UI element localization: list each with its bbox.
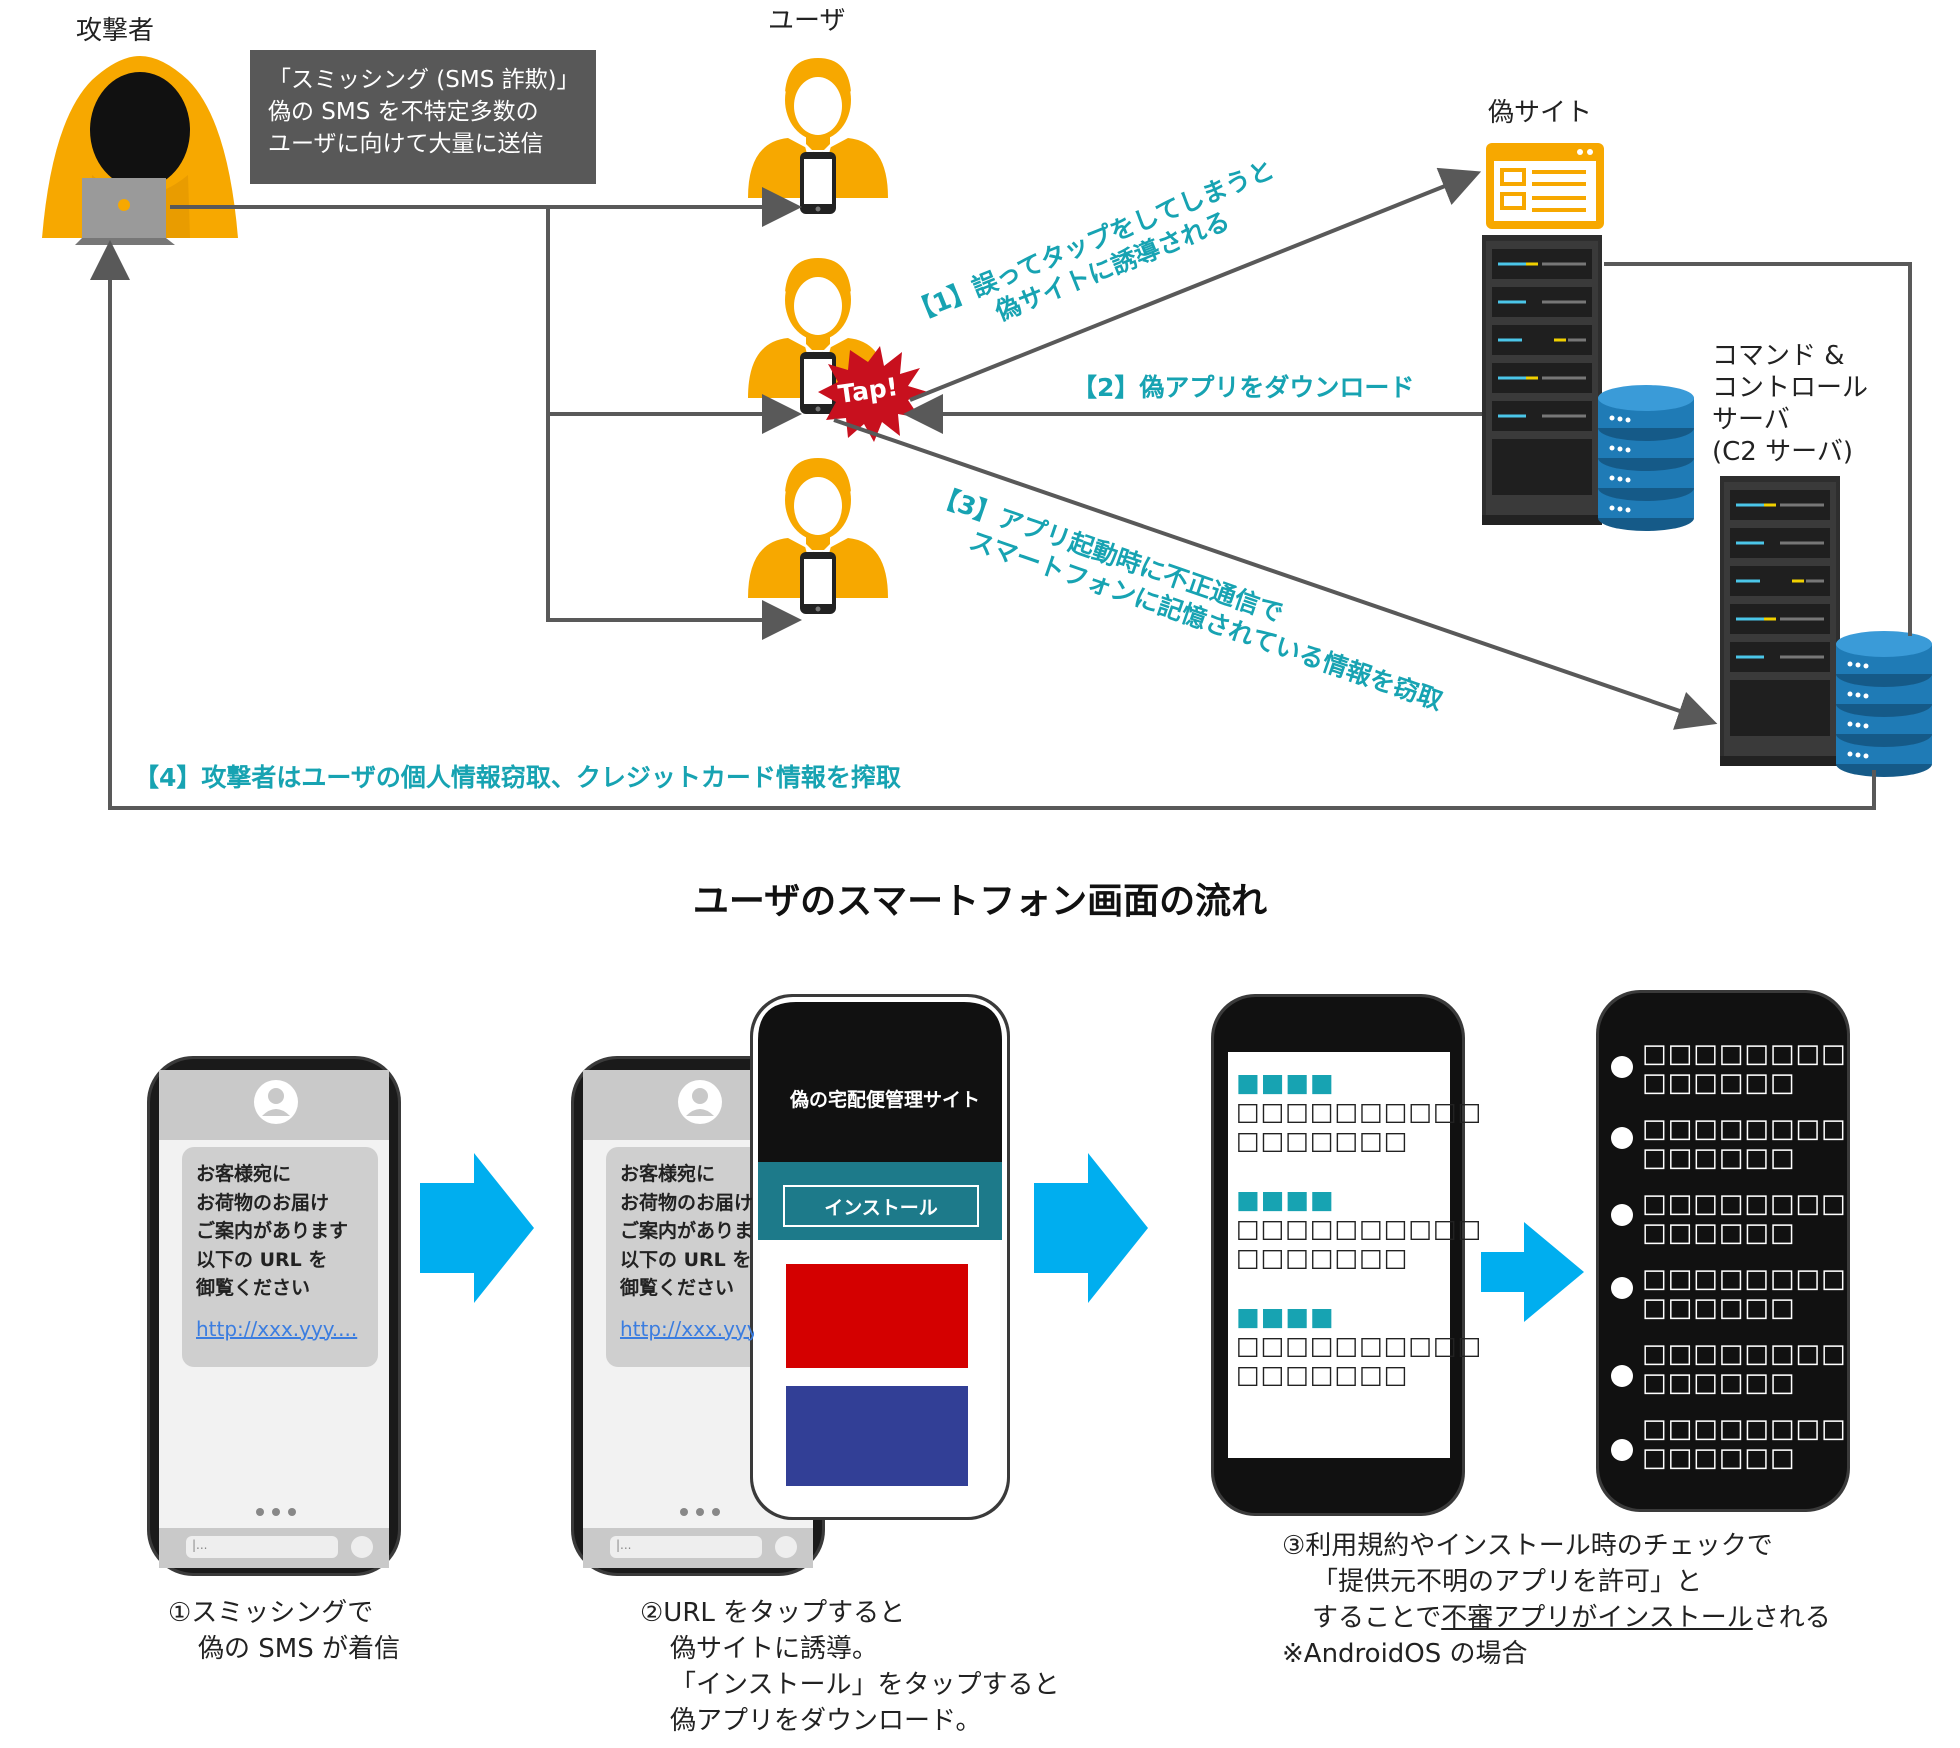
caption-step1: ①スミッシングで 偽の SMS が着信 (168, 1598, 400, 1664)
flow-arrow-icon (1034, 1153, 1148, 1303)
flow-arrow-icon (1481, 1222, 1584, 1322)
section-title: ユーザのスマートフォン画面の流れ (692, 881, 1268, 922)
hacker-icon (42, 56, 238, 245)
message-input[interactable]: |... (192, 1538, 208, 1552)
sms-link[interactable]: http://xxx.yyy.... (620, 1316, 754, 1341)
caption-step2: ②URL をタップすると 偽サイトに誘導。 「インストール」をタップすると 偽ア… (640, 1598, 1060, 1736)
fake-site-label: 偽サイト (1488, 98, 1593, 128)
web-page-icon (1486, 143, 1604, 229)
database-icon (1836, 631, 1932, 777)
install-button[interactable]: インストール (783, 1185, 979, 1227)
sms-message-behind: お客様宛に お荷物のお届け ご案内があります 以下の URL を 御覧ください … (620, 1160, 754, 1343)
stolen-data-list: □□□□□□□□□□□□□□ □□□□□□□□□□□□□□ □□□□□□□□□□… (1642, 1039, 1847, 1473)
terms-block: ■■■■ □□□□□□□□□□ □□□□□□□ ■■■■ □□□□□□□□□□ … (1236, 1068, 1483, 1389)
fake-site-title: 偽の宅配便管理サイト (789, 1089, 980, 1111)
tap-burst-icon (818, 346, 928, 442)
smartphone-icon (800, 152, 836, 214)
c2-server-label: コマンド & コントロール サーバ (C2 サーバ) (1712, 341, 1869, 467)
server-rack-icon (1480, 233, 1604, 527)
step2-label: 【2】偽アプリをダウンロード (1072, 373, 1415, 402)
sms-message: お客様宛に お荷物のお届け ご案内があります 以下の URL を 御覧ください … (196, 1160, 376, 1343)
flow-arrow-icon (420, 1153, 534, 1303)
database-icon (1598, 385, 1694, 531)
smartphone-icon (800, 352, 836, 414)
phone-terms-screen (1211, 994, 1465, 1516)
phone-fake-site (750, 994, 1010, 1520)
step4-label: 【4】攻撃者はユーザの個人情報窃取、クレジットカード情報を搾取 (134, 763, 901, 792)
phone-sms-screen (147, 1056, 401, 1576)
phone-data-list-screen (1596, 990, 1850, 1512)
flow-connectors (90, 167, 1912, 810)
smishing-callout: 「スミッシング (SMS 詐欺)」 偽の SMS を不特定多数の ユーザに向けて… (250, 50, 596, 184)
smartphone-icon (800, 552, 836, 614)
server-rack-icon (1718, 474, 1842, 768)
attacker-label: 攻撃者 (76, 16, 155, 46)
user-label: ユーザ (768, 6, 846, 36)
caption-step3: ③利用規約やインストール時のチェックで 「提供元不明のアプリを許可」と すること… (1282, 1531, 1831, 1669)
message-input[interactable]: |... (616, 1538, 632, 1552)
sms-link[interactable]: http://xxx.yyy.... (196, 1316, 358, 1341)
